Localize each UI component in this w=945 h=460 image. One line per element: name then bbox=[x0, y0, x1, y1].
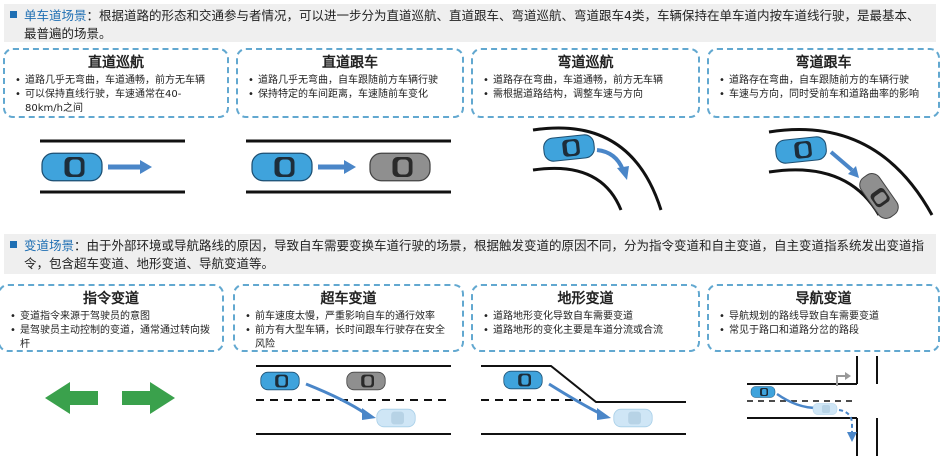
card-bullet: 常见于路口和道路分岔的路段 bbox=[719, 324, 930, 338]
road-edge bbox=[481, 365, 686, 403]
bullet-square-icon bbox=[10, 11, 17, 18]
ego-car bbox=[750, 386, 776, 398]
curve-cruise-illustration bbox=[532, 126, 663, 211]
card-bullet: 导航规划的路线导致自车需要变道 bbox=[719, 310, 930, 324]
card-title: 地形变道 bbox=[557, 291, 614, 307]
card-navigation-change: 导航变道 导航规划的路线导致自车需要变道常见于路口和道路分岔的路段 bbox=[707, 284, 940, 352]
arrow-head bbox=[617, 166, 629, 180]
card-bullet: 前车速度太慢，严重影响自车的通行效率 bbox=[245, 310, 454, 324]
command-change-illustration bbox=[45, 382, 175, 414]
card-bullet: 前方有大型车辆，长时间跟车行驶存在安全风险 bbox=[245, 324, 454, 352]
card-title: 弯道跟车 bbox=[795, 55, 852, 71]
card-title: 导航变道 bbox=[795, 291, 852, 307]
ego-car bbox=[542, 133, 596, 163]
card-bullet: 道路存在弯曲，车道通畅，前方无车辆 bbox=[483, 74, 690, 88]
lane-change-banner: 变道场景：由于外部环境或导航路线的原因，导致自车需要变换车道行驶的场景，根据触发… bbox=[4, 234, 936, 274]
card-bullet: 可以保持直线行驶，车速通常在40-80km/h之间 bbox=[15, 88, 219, 116]
arrow-head bbox=[597, 408, 611, 420]
single-lane-banner: 单车道场景：根据道路的形态和交通参与者情况，可以进一步分为直道巡航、直道跟车、弯… bbox=[4, 4, 936, 42]
ego-car bbox=[774, 135, 828, 165]
overtake-change-illustration bbox=[256, 365, 451, 435]
card-bullet: 保持特定的车间距离，车速随前车变化 bbox=[248, 88, 454, 102]
card-title: 弯道巡航 bbox=[557, 55, 614, 71]
arrow-head bbox=[845, 372, 851, 380]
ego-car bbox=[503, 370, 543, 390]
arrow-head bbox=[362, 408, 376, 420]
ego-car bbox=[41, 152, 103, 182]
ego-car bbox=[251, 152, 313, 182]
card-title: 直道跟车 bbox=[322, 55, 378, 71]
card-straight-follow: 直道跟车 道路几乎无弯曲，自车跟随前方车辆行驶保持特定的车间距离，车速随前车变化 bbox=[236, 48, 464, 118]
card-curve-follow: 弯道跟车 道路存在弯曲，自车跟随前方的车辆行驶车速与方向，同时受前车和道路曲率的… bbox=[707, 48, 940, 118]
lead-car bbox=[369, 152, 431, 182]
card-title: 指令变道 bbox=[83, 291, 139, 307]
left-arrow-icon bbox=[45, 382, 98, 414]
card-title: 超车变道 bbox=[320, 291, 377, 307]
single-lane-label: 单车道场景 bbox=[24, 8, 87, 23]
terrain-change-illustration bbox=[481, 365, 686, 435]
target-car-ghost bbox=[613, 408, 653, 428]
arrow-head bbox=[847, 432, 857, 442]
road-edge bbox=[532, 166, 623, 211]
lane-change-description: ：由于外部环境或导航路线的原因，导致自车需要变换车道行驶的场景，根据触发变道的原… bbox=[24, 238, 925, 271]
arrow-head bbox=[344, 160, 356, 174]
right-arrow-icon bbox=[122, 382, 175, 414]
card-straight-cruise: 直道巡航 道路几乎无弯曲，车道通畅，前方无车辆可以保持直线行驶，车速通常在40-… bbox=[3, 48, 229, 118]
arrow-head bbox=[140, 160, 152, 174]
straight-follow-illustration bbox=[246, 139, 451, 194]
card-bullet: 道路地形变化导致自车需要变道 bbox=[483, 310, 690, 324]
card-bullet: 是驾驶员主动控制的变道，通常通过转向拨杆 bbox=[10, 324, 214, 352]
road-edge bbox=[532, 126, 663, 211]
target-car-ghost bbox=[376, 408, 416, 428]
card-bullet: 车速与方向，同时受前车和道路曲率的影响 bbox=[719, 88, 930, 102]
lane-change-label: 变道场景 bbox=[24, 238, 75, 253]
card-bullet: 变道指令来源于驾驶员的意图 bbox=[10, 310, 214, 324]
ego-car bbox=[260, 371, 300, 391]
card-bullet: 需根据道路结构，调整车速与方向 bbox=[483, 88, 690, 102]
single-lane-description: ：根据道路的形态和交通参与者情况，可以进一步分为直道巡航、直道跟车、弯道巡航、弯… bbox=[24, 8, 920, 41]
card-bullet: 道路地形的变化主要是车道分流或合流 bbox=[483, 324, 690, 338]
target-car-ghost bbox=[812, 403, 838, 415]
card-bullet: 道路几乎无弯曲，车道通畅，前方无车辆 bbox=[15, 74, 219, 88]
card-bullet: 道路存在弯曲，自车跟随前方的车辆行驶 bbox=[719, 74, 930, 88]
card-title: 直道巡航 bbox=[88, 55, 144, 71]
road-edge bbox=[768, 128, 934, 216]
turn-path bbox=[838, 409, 853, 434]
card-overtake-change: 超车变道 前车速度太慢，严重影响自车的通行效率前方有大型车辆，长时间跟车行驶存在… bbox=[233, 284, 464, 352]
card-command-change: 指令变道 变道指令来源于驾驶员的意图是驾驶员主动控制的变道，通常通过转向拨杆 bbox=[0, 284, 224, 352]
card-curve-cruise: 弯道巡航 道路存在弯曲，车道通畅，前方无车辆需根据道路结构，调整车速与方向 bbox=[471, 48, 700, 118]
lead-car bbox=[346, 371, 386, 391]
direction-arrow bbox=[829, 150, 854, 172]
navigation-change-illustration bbox=[747, 356, 878, 456]
turn-sign-icon bbox=[836, 375, 847, 386]
arrow-head bbox=[848, 166, 859, 178]
curve-follow-illustration bbox=[768, 128, 934, 220]
card-bullet: 道路几乎无弯曲，自车跟随前方车辆行驶 bbox=[248, 74, 454, 88]
card-terrain-change: 地形变道 道路地形变化导致自车需要变道道路地形的变化主要是车道分流或合流 bbox=[471, 284, 700, 352]
direction-arrow bbox=[596, 148, 625, 171]
straight-cruise-illustration bbox=[40, 139, 185, 194]
bullet-square-icon bbox=[10, 241, 17, 248]
